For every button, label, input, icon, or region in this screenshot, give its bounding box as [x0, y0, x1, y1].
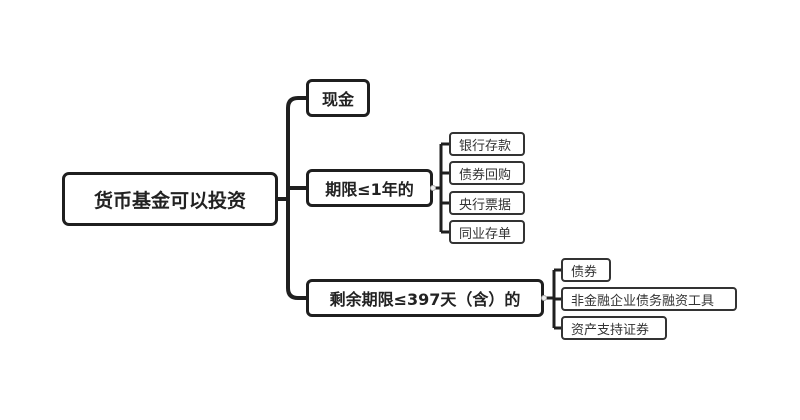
leaf-label: 央行票据	[459, 197, 512, 213]
leaf-label: 非金融企业债务融资工具	[571, 293, 715, 309]
collapse-toggle-icon[interactable]	[541, 295, 547, 301]
branch3-connector	[544, 268, 561, 330]
branch-label: 期限≤1年的	[325, 180, 414, 199]
branch-label: 剩余期限≤397天（含）的	[329, 290, 521, 309]
root-connector	[278, 96, 306, 300]
leaf-node: 债券回购	[449, 161, 525, 185]
leaf-node: 央行票据	[449, 191, 525, 215]
branch-cash: 现金	[306, 79, 370, 117]
leaf-node: 同业存单	[449, 220, 525, 244]
root-node: 货币基金可以投资	[62, 172, 278, 226]
branch2-connector	[433, 142, 449, 234]
branch-label: 现金	[321, 90, 354, 109]
collapse-toggle-icon[interactable]	[430, 185, 436, 191]
leaf-node: 债券	[561, 258, 611, 282]
branch-remaining-397d: 剩余期限≤397天（含）的	[306, 279, 544, 317]
leaf-label: 同业存单	[459, 226, 512, 242]
leaf-label: 债券回购	[459, 167, 512, 183]
leaf-node: 非金融企业债务融资工具	[561, 287, 737, 311]
leaf-label: 资产支持证券	[571, 322, 650, 338]
leaf-node: 资产支持证券	[561, 316, 667, 340]
branch-term-1yr: 期限≤1年的	[306, 169, 433, 207]
root-label: 货币基金可以投资	[93, 189, 246, 212]
leaf-label: 银行存款	[459, 138, 512, 154]
leaf-node: 银行存款	[449, 132, 525, 156]
leaf-label: 债券	[571, 264, 598, 280]
